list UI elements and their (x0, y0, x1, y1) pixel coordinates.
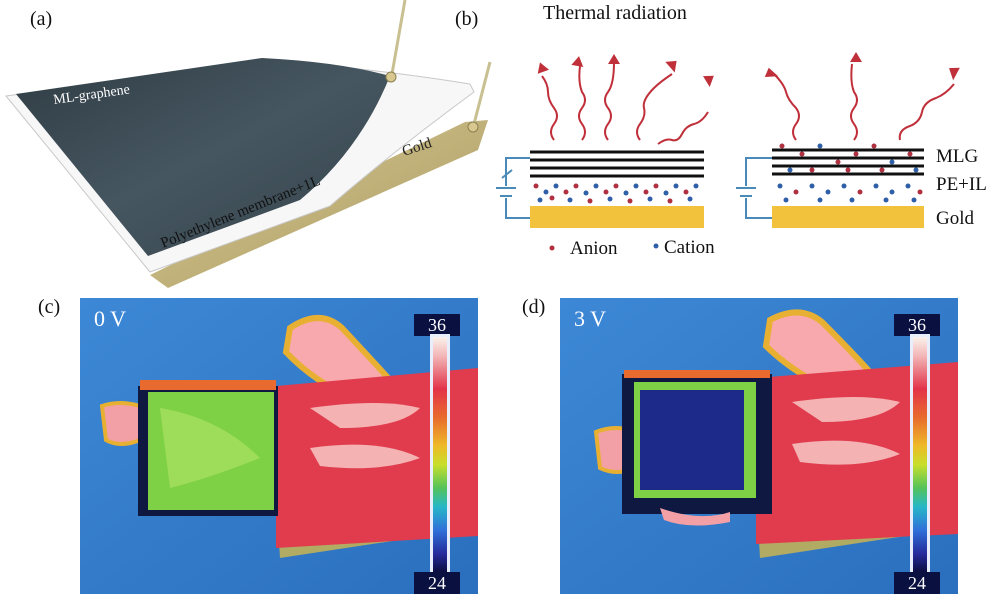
radiation-arrowheads-left (537, 54, 714, 88)
probe-wire-top (390, 0, 407, 75)
circuit-left (496, 157, 530, 219)
legend-cation: Cation (664, 237, 715, 258)
colorbar-c (430, 334, 450, 576)
panel-b-label: (b) (455, 8, 479, 30)
thermal-scene-d (560, 298, 958, 594)
device-illustration: ML-graphene Polyethylene membrane+1L Gol… (5, 0, 492, 288)
probe-contact-bottom (467, 121, 479, 133)
ions-left (533, 183, 699, 204)
mlg-lines-right (772, 148, 924, 176)
voltage-label-c: 0 V (94, 306, 126, 331)
colorbar-max-d: 36 (894, 314, 940, 336)
radiation-arrows-right (773, 63, 955, 141)
probe-contact-top (385, 71, 397, 83)
thermal-image-3v: 3 V 36 24 (560, 298, 958, 594)
gold-bar-right (772, 206, 924, 228)
anion-dot (549, 245, 555, 251)
voltage-label-d: 3 V (574, 306, 606, 331)
colorbar-d (910, 334, 930, 576)
probe-wire-bottom (472, 61, 492, 125)
radiation-arrowheads-right (764, 52, 960, 81)
colorbar-max-c: 36 (414, 314, 460, 336)
panel-c-label: (c) (38, 296, 61, 318)
thermal-image-0v: 0 V 36 24 (80, 298, 478, 594)
graphene-layer (16, 58, 390, 256)
label-gold-b: Gold (936, 208, 975, 229)
radiation-arrows-left (541, 61, 709, 145)
thermal-radiation-title: Thermal radiation (543, 2, 687, 24)
colorbar-min-d: 24 (894, 572, 940, 594)
gold-bar-left (530, 206, 704, 228)
circuit-right (736, 157, 772, 219)
label-mlg: MLG (936, 146, 979, 167)
ions-right (777, 143, 923, 203)
legend-anion: Anion (570, 238, 618, 259)
panel-a-label: (a) (30, 8, 53, 30)
mlg-lines-left (530, 150, 704, 178)
thermal-scene-c (80, 298, 478, 594)
label-pe-il: PE+IL (936, 174, 987, 195)
panel-d-label: (d) (522, 296, 546, 318)
cation-dot (653, 243, 659, 249)
colorbar-min-c: 24 (414, 572, 460, 594)
schematic-diagram: Anion Cation (496, 52, 987, 259)
